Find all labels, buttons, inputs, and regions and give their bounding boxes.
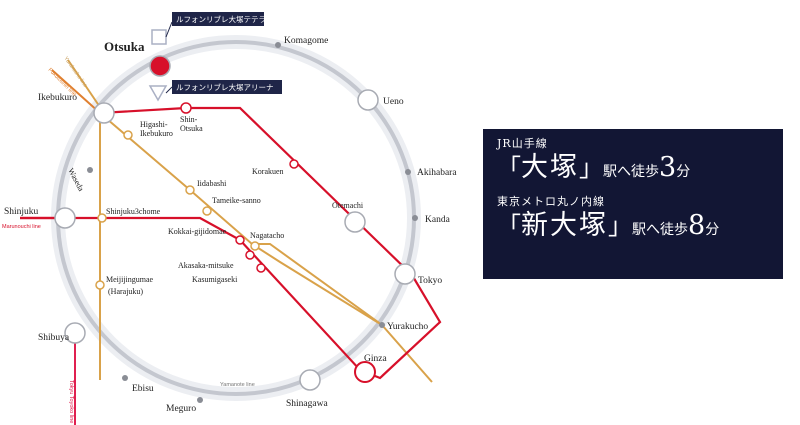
label-toyoko-line: Tokyu Toyoko line <box>68 380 74 423</box>
label-komagome: Komagome <box>284 36 328 46</box>
label-korakuen: Korakuen <box>252 167 284 176</box>
station-kanda-dot <box>412 215 418 221</box>
station-ikebukuro[interactable] <box>93 102 115 124</box>
label-marunouchi-line: Marunouchi line <box>2 224 41 230</box>
station-meijijingumae[interactable] <box>95 280 105 290</box>
arena-label: ルフォンリブレ大塚アリーナ <box>172 80 282 94</box>
station-akasaka-mitsuke[interactable] <box>245 250 255 260</box>
arena-marker-icon[interactable] <box>148 85 168 102</box>
line1-bracket-close: 」 <box>579 154 603 182</box>
label-kanda: Kanda <box>425 215 451 225</box>
station-yurakucho-dot <box>379 322 385 328</box>
route-map: ルフォンリブレ大塚テテラス ルフォンリブレ大塚アリーナ Otsuka Komag… <box>2 12 457 425</box>
station-iidabashi[interactable] <box>185 185 195 195</box>
label-shin-otsuka-1: Shin- <box>180 115 198 124</box>
label-shibuya: Shibuya <box>38 333 70 343</box>
label-meiji-2: (Harajuku) <box>108 287 143 296</box>
label-shinjuku: Shinjuku <box>4 207 39 217</box>
label-nagatacho: Nagatacho <box>250 231 284 240</box>
label-shinagawa: Shinagawa <box>286 399 328 409</box>
label-ueno: Ueno <box>383 97 404 107</box>
label-otsuka: Otsuka <box>104 39 145 54</box>
label-shin-otsuka-2: Otsuka <box>180 124 203 133</box>
station-ueno[interactable] <box>357 89 379 111</box>
line2-label: 東京メトロ丸ノ内線 <box>497 195 605 208</box>
station-shinagawa[interactable] <box>299 369 321 391</box>
station-nagatacho[interactable] <box>250 241 260 251</box>
label-kokkai: Kokkai-gijidomae <box>168 227 227 236</box>
station-meguro-dot <box>197 397 203 403</box>
access-info-panel: JR山手線 「大塚」駅へ徒歩3分 東京メトロ丸ノ内線 「新大塚」駅へ徒歩8分 <box>483 129 783 279</box>
label-higashi-2: Ikebukuro <box>140 129 173 138</box>
label-higashi-1: Higashi- <box>140 120 168 129</box>
terrace-marker-icon[interactable] <box>151 29 167 45</box>
station-ginza[interactable] <box>354 361 376 383</box>
station-shin-otsuka[interactable] <box>180 102 192 114</box>
line1-bracket-open: 「 <box>497 154 521 182</box>
label-shinjuku3: Shinjuku3chome <box>106 207 161 216</box>
station-kasumigaseki[interactable] <box>256 263 266 273</box>
label-akihabara: Akihabara <box>417 168 457 178</box>
station-otemachi[interactable] <box>344 211 366 233</box>
station-tameike-sanno[interactable] <box>202 206 212 216</box>
line2-access: 「新大塚」駅へ徒歩8分 <box>497 209 769 247</box>
label-yamanote-line: Yamanote line <box>220 382 255 388</box>
label-kasumigaseki: Kasumigaseki <box>192 275 238 284</box>
label-tokyo: Tokyo <box>418 276 442 286</box>
label-yurakucho: Yurakucho <box>387 322 428 332</box>
station-otsuka[interactable] <box>149 55 171 77</box>
label-meiji-1: Meijijingumae <box>106 275 154 284</box>
fukutoshin-line-extension <box>51 69 101 114</box>
terrace-label-text: ルフォンリブレ大塚テテラス <box>176 14 273 24</box>
station-shinjuku3chome[interactable] <box>97 213 107 223</box>
yurakucho-line <box>99 112 433 383</box>
label-ginza: Ginza <box>364 354 387 364</box>
station-ebisu-dot <box>122 375 128 381</box>
line2-station: 新大塚 <box>521 210 608 241</box>
station-komagome-dot <box>275 42 281 48</box>
station-higashi-ikebukuro[interactable] <box>123 130 133 140</box>
station-kokkai-gijidomae[interactable] <box>235 235 245 245</box>
line1-suffix: 駅へ徒歩 <box>603 164 659 180</box>
station-korakuen[interactable] <box>289 159 299 169</box>
arena-pointer <box>165 86 173 94</box>
label-tameike: Tameike-sanno <box>212 196 261 205</box>
station-shibuya[interactable] <box>64 322 86 344</box>
station-tokyo[interactable] <box>394 263 416 285</box>
label-otemachi: Otemachi <box>332 201 364 210</box>
line2-minutes: 8 <box>688 210 706 241</box>
label-ebisu: Ebisu <box>132 384 154 394</box>
terrace-pointer <box>165 21 173 38</box>
line1-station: 大塚 <box>521 152 579 183</box>
line2-bracket-close: 」 <box>608 212 632 240</box>
line2-bracket-open: 「 <box>497 212 521 240</box>
station-akihabara-dot <box>405 169 411 175</box>
label-akasaka: Akasaka-mitsuke <box>178 261 234 270</box>
station-shinjuku[interactable] <box>54 207 76 229</box>
marunouchi-line <box>20 106 442 380</box>
line2-unit: 分 <box>705 222 720 238</box>
station-waseda-dot <box>87 167 93 173</box>
line1-label: JR山手線 <box>497 137 548 150</box>
line1-access: 「大塚」駅へ徒歩3分 <box>497 151 769 189</box>
label-iidabashi: Iidabashi <box>197 179 227 188</box>
label-meguro: Meguro <box>166 404 196 414</box>
arena-label-text: ルフォンリブレ大塚アリーナ <box>176 82 274 92</box>
line1-unit: 分 <box>676 164 691 180</box>
line2-suffix: 駅へ徒歩 <box>632 222 688 238</box>
terrace-label: ルフォンリブレ大塚テテラス <box>172 12 273 26</box>
line1-minutes: 3 <box>659 152 677 183</box>
label-ikebukuro: Ikebukuro <box>38 93 77 103</box>
